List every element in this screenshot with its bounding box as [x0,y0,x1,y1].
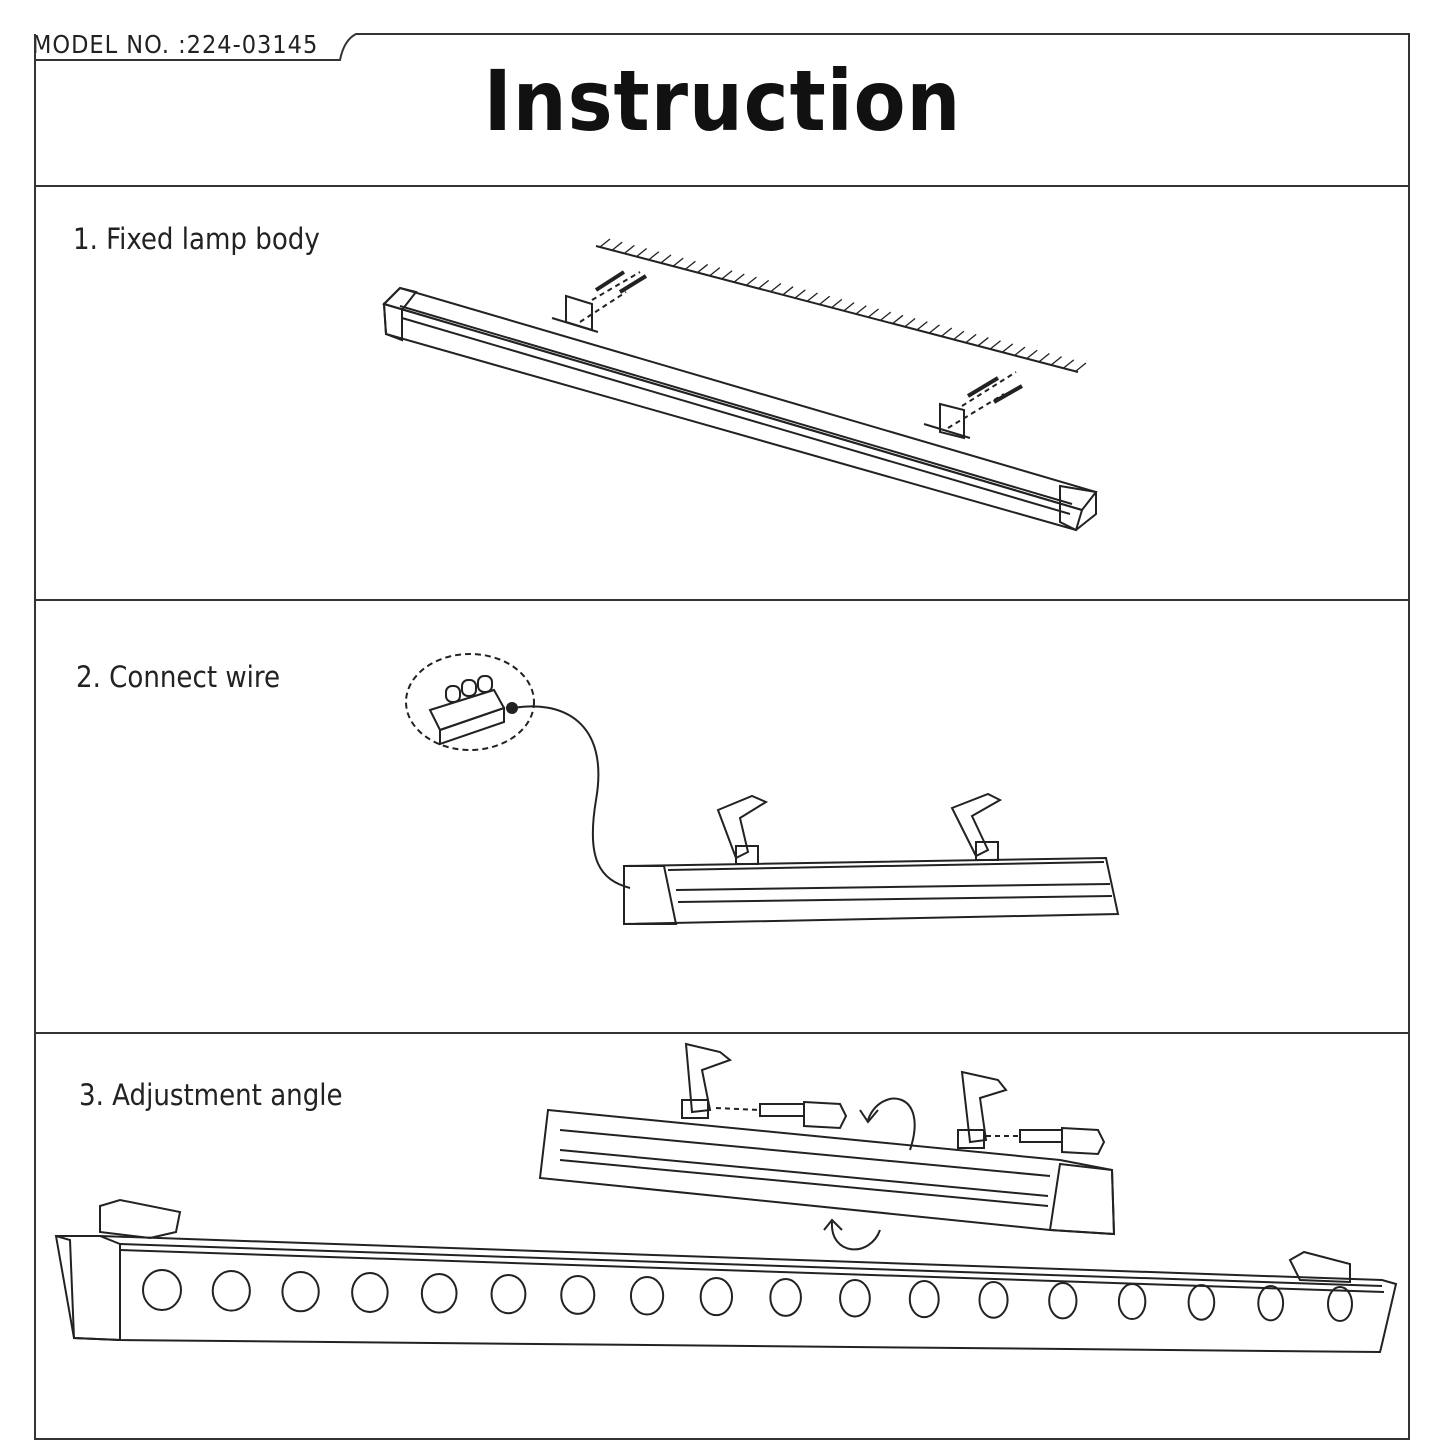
led-lens [142,1269,182,1311]
divider-step-2 [34,1032,1410,1034]
ceiling-hatch-mark [624,244,635,254]
ceiling-hatch-mark [672,257,684,267]
screw [993,384,1023,404]
divider-step-1 [34,599,1410,601]
bracket-left [684,1042,733,1114]
bracket-right [939,402,965,440]
screw [594,270,626,292]
led-lens [629,1276,665,1316]
model-number: MODEL NO. :224-03145 [32,30,319,59]
instruction-frame [34,34,1410,1440]
ceiling-hatch-mark [660,254,672,264]
ceiling-hatch-mark [904,317,916,327]
ceiling-hatch-mark [831,298,843,308]
led-lens [1048,1282,1078,1320]
screwdriver-left [759,1103,805,1117]
ceiling-hatch-mark [1014,346,1026,356]
led-lens [1327,1286,1353,1322]
page-title: Instruction [483,52,962,150]
end-cap-left [623,865,678,925]
ceiling-hatch-mark [819,295,831,305]
ceiling-hatch-mark [843,302,855,312]
ceiling-hatch-mark [709,267,721,277]
ceiling-hatch-mark [953,330,965,340]
divider-header [34,185,1410,187]
led-lens [1117,1283,1147,1321]
ceiling-hatch-mark [1038,352,1050,362]
ceiling-hatch-mark [807,292,818,302]
front-bracket-left [99,1198,182,1240]
led-lens [351,1272,389,1313]
led-lens [839,1279,871,1318]
front-bracket-right [1288,1250,1351,1284]
led-lens [1187,1284,1216,1321]
model-tab-outline [34,33,1410,61]
end-cap-right [1059,484,1097,532]
led-lens [490,1274,527,1315]
ceiling-hatch-mark [1051,356,1062,366]
ceiling-hatch-mark [1026,349,1038,359]
ceiling-hatch-mark [880,311,892,321]
ceiling-hatch-mark [599,238,611,248]
screw [618,274,648,294]
screw [966,376,1000,398]
ceiling-hatch-mark [697,263,709,273]
ceiling-line [595,245,1079,373]
front-end-cap-left [55,1235,121,1342]
led-lens [908,1280,940,1319]
rotation-arrow-top [867,1097,916,1151]
ceiling-hatch-mark [929,324,940,334]
ceiling-hatch-mark [636,248,648,258]
step-1-label: 1. Fixed lamp body [73,222,320,256]
ceiling-hatch-mark [721,270,733,280]
ceiling-hatch-mark [794,289,806,299]
step-2-label: 2. Connect wire [76,660,281,694]
ceiling-hatch-mark [1063,359,1075,369]
screwdriver-right [1019,1129,1063,1143]
ceiling-hatch-mark [648,251,660,261]
led-lens [281,1271,320,1313]
led-lens [769,1278,802,1317]
ceiling-hatch-mark [855,305,867,315]
lens-row [142,1269,1353,1322]
end-cap-left [382,286,418,342]
ceiling-hatch-mark [965,333,977,343]
ceiling-hatch-mark [990,340,1001,350]
led-lens [211,1270,251,1312]
ceiling-hatch-mark [868,308,879,318]
ceiling-hatch-mark [977,337,989,347]
led-lens [560,1275,596,1315]
ceiling-hatch-mark [1075,362,1087,372]
ceiling-hatch-mark [758,279,770,289]
ceiling-hatch-mark [941,327,953,337]
step-3-label: 3. Adjustment angle [79,1078,343,1112]
power-wire [513,705,631,889]
ceiling-hatch-mark [782,286,794,296]
ceiling-hatch-mark [770,283,782,293]
tilted-lamp-body [538,1108,1116,1236]
led-lens [699,1277,734,1317]
ceiling-hatch-mark [746,276,757,286]
led-lens [978,1281,1009,1319]
ceiling-hatch-mark [611,241,623,251]
rotation-arrow-bottom [830,1221,881,1251]
ceiling-hatch-mark [733,273,745,283]
led-lens [420,1273,458,1314]
ceiling-hatch-mark [892,314,904,324]
ceiling-hatch-mark [1002,343,1014,353]
ceiling-hatch-mark [685,260,696,270]
bracket-right [960,1070,1008,1144]
terminal-detail-circle [405,653,535,751]
end-cap-right [1048,1162,1116,1236]
front-lamp-body [54,1235,1398,1354]
ceiling-hatch-mark [916,321,928,331]
led-lens [1257,1285,1285,1322]
